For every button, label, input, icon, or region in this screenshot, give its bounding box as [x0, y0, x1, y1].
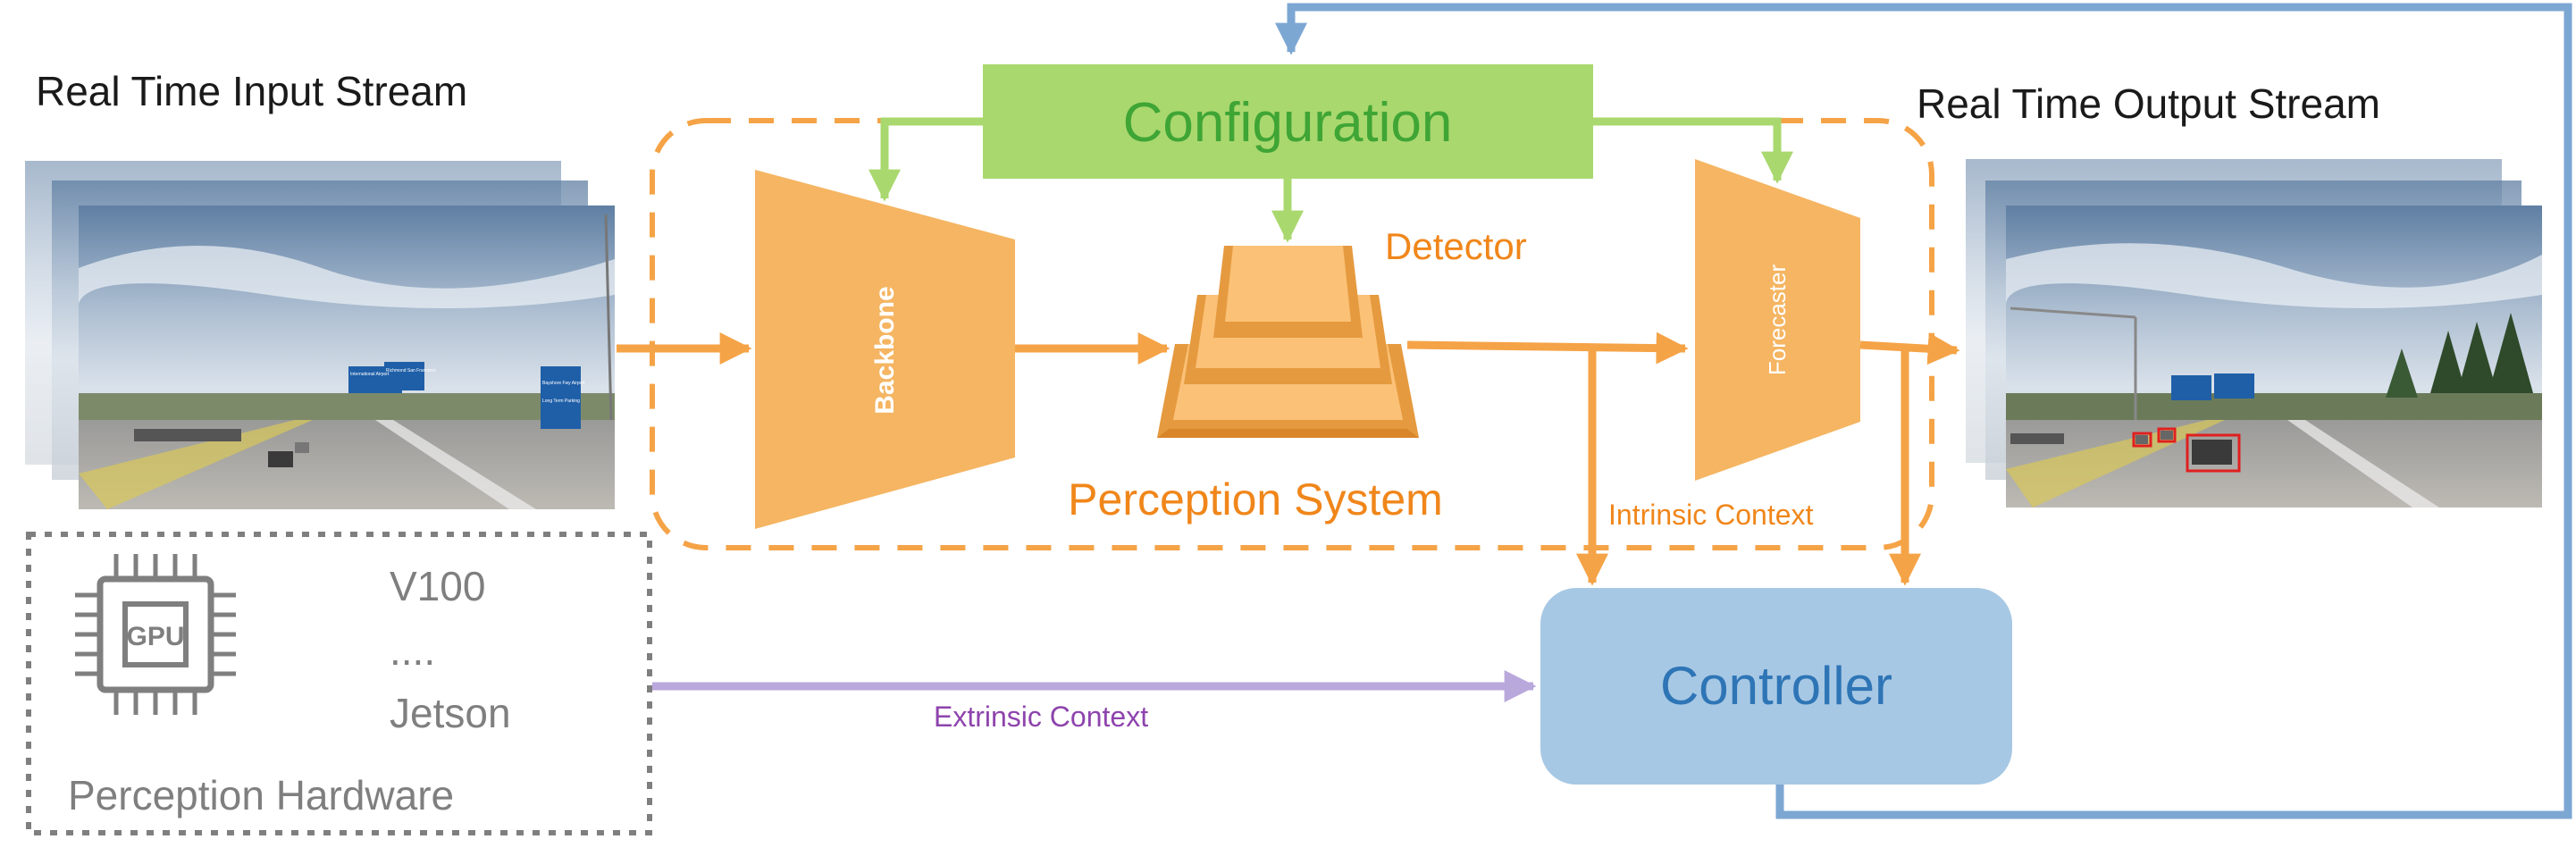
config-arrow-forecaster [1593, 117, 1793, 184]
gpu-label: GPU [126, 622, 184, 651]
controller-box [1540, 588, 2012, 785]
configuration-box [983, 64, 1593, 179]
forecaster-label: Forecaster [1764, 264, 1791, 376]
perception-hardware-border [26, 532, 652, 835]
road-sign [2214, 373, 2254, 399]
backbone-label: Backbone [870, 286, 900, 414]
hardware-v100: V100 [390, 563, 485, 609]
input-image-stack: International Airport Richmond San Franc… [25, 161, 615, 509]
sign-text: Bayshore Fwy Airport [542, 381, 585, 386]
sign-text: Richmond San Francisco [386, 368, 436, 373]
feedback-loop-line [1275, 3, 2572, 819]
output-stream-title: Real Time Output Stream [1917, 80, 2380, 127]
arrow-detector-to-forecaster [1406, 331, 1689, 365]
detection-box [2132, 432, 2152, 448]
arrow-forecaster-to-output [1859, 332, 1960, 365]
detection-box [2186, 433, 2241, 473]
configuration-label: Configuration [1123, 92, 1453, 154]
hardware-jetson: Jetson [390, 690, 511, 736]
output-image-stack [1966, 159, 2542, 508]
detector-label: Detector [1385, 225, 1527, 267]
input-frame-front: International Airport Richmond San Franc… [79, 206, 615, 509]
output-frame-front [2006, 206, 2542, 508]
gpu-chip-icon: GPU [75, 554, 236, 715]
sign-text: International Airport [350, 372, 390, 377]
road-sign [541, 366, 581, 429]
controller-label: Controller [1660, 656, 1892, 716]
road-sign [384, 362, 424, 390]
detection-box [2157, 427, 2177, 443]
perception-system-label: Perception System [1068, 474, 1443, 525]
backbone-module: Backbone [755, 170, 1015, 529]
perception-hardware-label: Perception Hardware [68, 772, 454, 818]
input-stream-title: Real Time Input Stream [36, 68, 467, 114]
config-arrow-backbone [868, 117, 983, 202]
extrinsic-context-label: Extrinsic Context [934, 701, 1148, 733]
road-sign [2171, 375, 2211, 400]
intrinsic-context-label: Intrinsic Context [1608, 499, 1814, 531]
detector-module [1157, 246, 1419, 438]
forecaster-module: Forecaster [1695, 159, 1860, 481]
sign-text: Long Term Parking [542, 399, 580, 404]
hardware-ellipsis: .... [390, 627, 435, 674]
